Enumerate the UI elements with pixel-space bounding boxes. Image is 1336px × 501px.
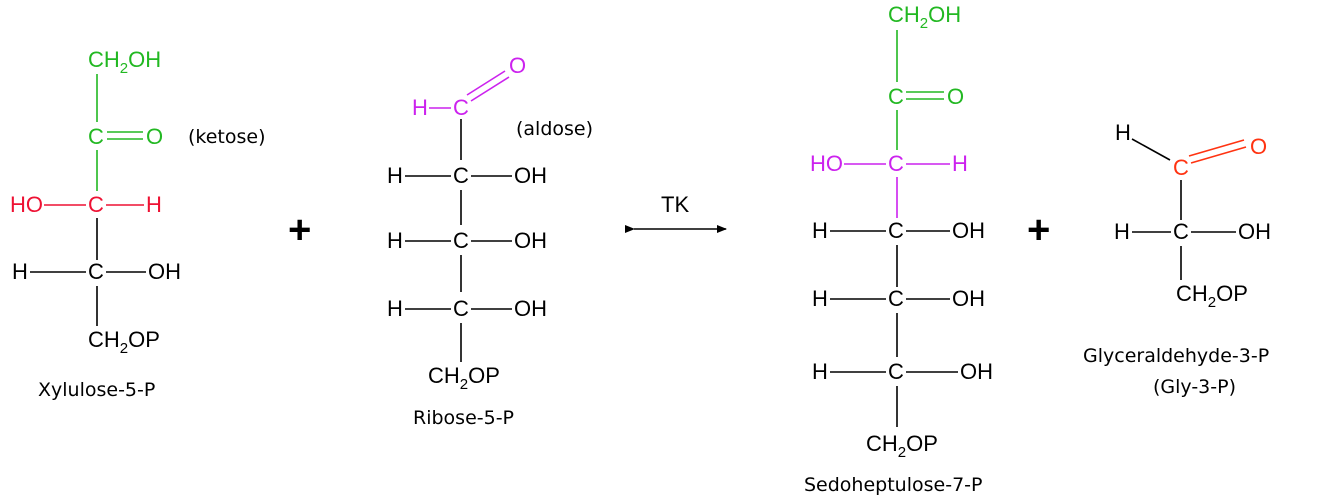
ribose-c2-oh: OH — [514, 163, 547, 188]
ribose-c4-oh: OH — [514, 296, 547, 321]
gly-carbonyl-bond-2 — [1190, 146, 1247, 164]
sedo-c2: C — [888, 84, 904, 109]
ribose-c3-oh: OH — [514, 228, 547, 253]
ribose-c2-h: H — [387, 163, 403, 188]
ribose-c4-h: H — [387, 296, 403, 321]
gly-c1-h-bond — [1131, 138, 1171, 161]
plus-sign-1: + — [288, 208, 311, 252]
sedo-c6-h: H — [812, 359, 828, 384]
plus-sign-2: + — [1027, 208, 1050, 252]
sedo-c3-h: H — [952, 151, 968, 176]
sedo-c5: C — [888, 286, 904, 311]
xylulose-5-p-structure: CH2OH C O (ketose) HO C H H C OH CH2OP X… — [10, 47, 266, 401]
sedoheptulose-name: Sedoheptulose-7-P — [804, 474, 982, 496]
xylulose-c4: C — [88, 259, 104, 284]
sedoheptulose-7-p-structure: CH2OH C O HO C H H C OH H C OH H C OH — [804, 2, 993, 496]
gly-c2-h: H — [1114, 219, 1130, 244]
ribose-c4: C — [453, 296, 469, 321]
xylulose-c2: C — [88, 124, 104, 149]
gly-c2-oh: OH — [1238, 219, 1271, 244]
sedo-c5-h: H — [812, 286, 828, 311]
sedo-c3: C — [888, 151, 904, 176]
xylulose-ch2op: CH2OP — [88, 327, 160, 357]
sedo-ch2oh: CH2OH — [888, 2, 961, 32]
glyceraldehyde-name: Glyceraldehyde-3-P — [1083, 345, 1269, 367]
sedo-c4: C — [888, 218, 904, 243]
xylulose-c4-h: H — [12, 259, 28, 284]
sedo-carbonyl-o: O — [947, 84, 964, 109]
sedo-c5-oh: OH — [952, 286, 985, 311]
gly-ch2op: CH2OP — [1176, 281, 1248, 311]
gly-c1-h: H — [1115, 120, 1131, 145]
ribose-5-p-structure: H C O (aldose) H C OH H C OH H C OH CH2O… — [387, 53, 593, 429]
ribose-ch2op: CH2OP — [428, 363, 500, 393]
gly-c1: C — [1173, 155, 1189, 180]
gly-abbrev-label: (Gly-3-P) — [1153, 376, 1236, 398]
enzyme-label-tk: TK — [661, 192, 689, 217]
sedo-c4-h: H — [812, 218, 828, 243]
sedo-c3-ho: HO — [810, 151, 843, 176]
ribose-name: Ribose-5-P — [413, 407, 514, 429]
xylulose-carbonyl-o: O — [146, 124, 163, 149]
xylulose-c3-ho: HO — [10, 192, 43, 217]
gly-c2: C — [1173, 219, 1189, 244]
ribose-carbonyl-o: O — [509, 53, 526, 78]
xylulose-ch2oh: CH2OH — [88, 47, 161, 77]
ribose-carbonyl-bond-2 — [470, 76, 510, 102]
ribose-c1: C — [453, 95, 469, 120]
reaction-arrow: TK — [625, 192, 727, 233]
ribose-carbonyl-bond-1 — [466, 70, 506, 96]
ribose-c2: C — [453, 163, 469, 188]
gly-carbonyl-o: O — [1250, 134, 1267, 159]
sedo-c6-oh: OH — [960, 359, 993, 384]
sedo-ch2op: CH2OP — [866, 431, 938, 461]
xylulose-c3-h: H — [146, 192, 162, 217]
xylulose-name: Xylulose-5-P — [38, 379, 155, 401]
gly-carbonyl-bond-1 — [1188, 139, 1245, 157]
glyceraldehyde-3-p-structure: H C O H C OH CH2OP Glyceraldehyde-3-P (G… — [1083, 120, 1271, 398]
xylulose-c3: C — [88, 192, 104, 217]
aldose-label: (aldose) — [516, 118, 593, 140]
sedo-c4-oh: OH — [952, 218, 985, 243]
ribose-c1-h: H — [412, 95, 428, 120]
sedo-c6: C — [888, 359, 904, 384]
xylulose-c4-oh: OH — [148, 259, 181, 284]
ketose-label: (ketose) — [188, 126, 266, 148]
ribose-c3-h: H — [387, 228, 403, 253]
ribose-c3: C — [453, 228, 469, 253]
